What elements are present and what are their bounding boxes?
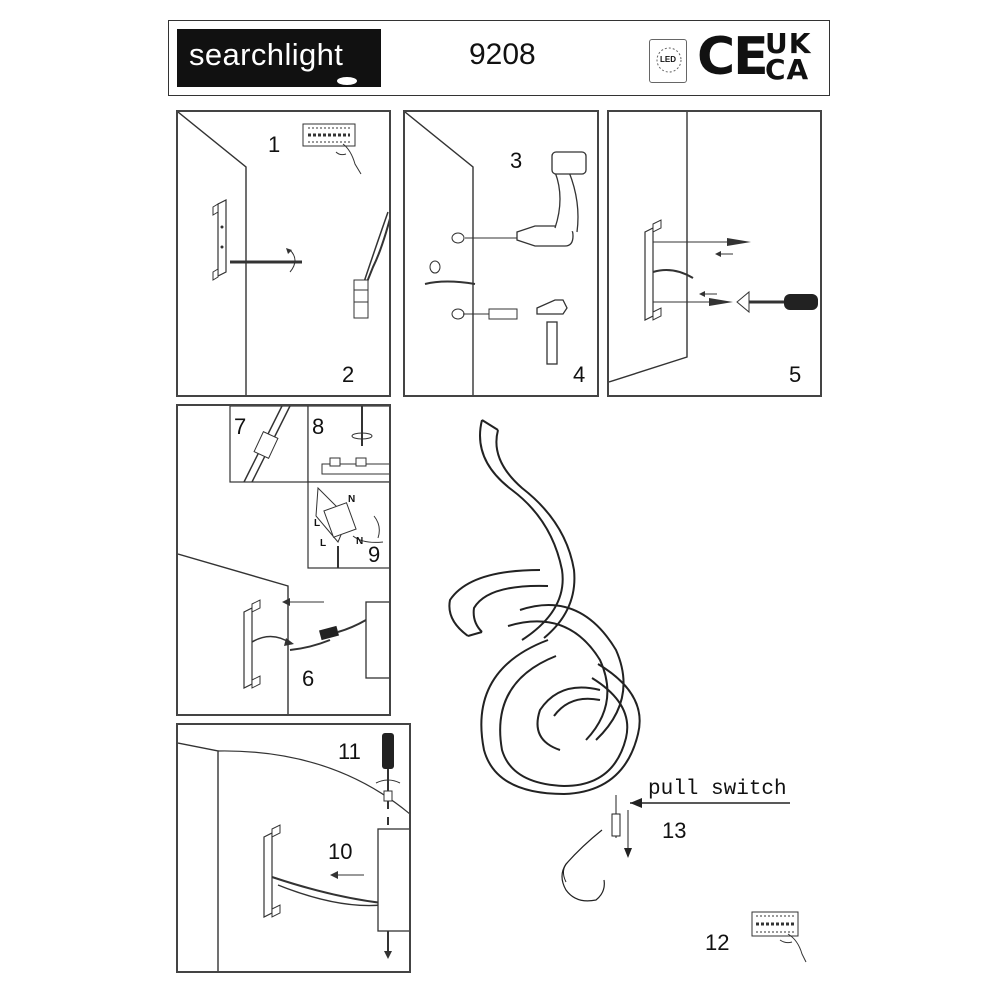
ce-mark: CE: [697, 27, 769, 87]
bracket-screw-illustration: [609, 112, 818, 383]
ukca-mark: UK CA: [765, 27, 812, 86]
step-number-8: 8: [312, 414, 325, 439]
brand-name: searchlight: [189, 37, 344, 72]
led-badge: LED: [649, 39, 687, 83]
wire-label-l-top: L: [314, 518, 321, 529]
step-number-7: 7: [234, 414, 247, 439]
step-number-6: 6: [302, 666, 315, 691]
step-number-12: 12: [705, 930, 730, 955]
header-bar: searchlight 9208 LED CE UK CA: [168, 20, 830, 96]
pull-switch-label: pull switch: [648, 778, 787, 801]
wiring-connection-illustration: [178, 406, 389, 714]
panel-step-3-4: 3 4: [403, 110, 599, 397]
logo-light-glow-icon: [337, 77, 357, 85]
wall-plug-hammer-illustration: [405, 112, 587, 395]
step-number-1: 1: [268, 132, 281, 157]
wall-plate-drill-illustration: [178, 112, 389, 395]
ukca-line-1: UK: [765, 27, 812, 60]
step-number-3: 3: [510, 148, 523, 173]
step-number-10: 10: [328, 839, 353, 864]
panel-step-6-9: 7 8 9 6 N N L L: [176, 404, 391, 716]
panel-step-1-2: 1 2: [176, 110, 391, 397]
panel-step-10-11: 11 10: [176, 723, 411, 973]
model-number: 9208: [469, 38, 536, 71]
fixture-mounting-illustration: [178, 733, 409, 971]
ukca-line-2: CA: [765, 53, 810, 86]
step-number-4: 4: [573, 362, 586, 387]
wire-label-l-bottom: L: [320, 538, 327, 549]
wire-label-n-top: N: [348, 494, 356, 505]
wire-label-n-bottom: N: [356, 536, 364, 547]
step-number-11: 11: [338, 739, 361, 764]
brand-logo: searchlight: [177, 29, 381, 87]
step-number-5: 5: [789, 362, 802, 387]
panel-step-5: 5: [607, 110, 822, 397]
step-number-2: 2: [342, 362, 355, 387]
led-circle-icon: [656, 47, 682, 73]
step-number-13: 13: [662, 818, 687, 843]
step-number-9: 9: [368, 542, 381, 567]
led-badge-label: LED: [660, 55, 676, 64]
